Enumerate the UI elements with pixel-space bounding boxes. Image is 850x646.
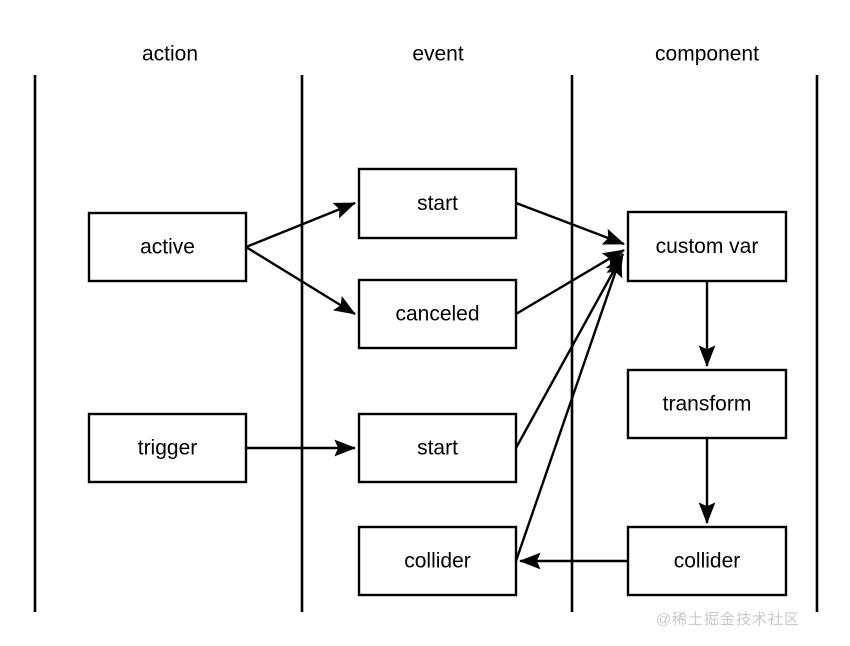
edge-active-to-canceled [245,245,356,316]
lane-dividers-group [33,75,819,612]
node-box-component-customvar[interactable] [626,210,788,283]
node-event-canceled[interactable]: canceled [357,278,518,350]
lane-title-component: component [655,43,759,66]
node-box-action-trigger[interactable] [87,412,248,484]
node-event-start-2[interactable]: start [357,412,518,484]
node-label-event-canceled: canceled [395,303,479,326]
node-label-event-start-1: start [417,192,458,215]
node-label-action-trigger: trigger [138,437,198,460]
node-box-component-transform[interactable] [626,368,788,440]
edge-start-to-customvar [515,201,625,246]
node-box-action-active[interactable] [87,211,248,283]
node-event-collider[interactable]: collider [357,525,518,597]
node-box-event-start-1[interactable] [357,167,518,240]
node-event-start-1[interactable]: start [357,167,518,240]
lane-titles-group: action event component [142,43,759,66]
node-box-component-collider[interactable] [626,525,788,597]
nodes-group: active trigger start canceled start collider c… [87,167,788,597]
watermark-label: @稀土掘金技术社区 [656,611,800,628]
edge-start2-to-customvar [514,253,625,449]
node-component-transform[interactable]: transform [626,368,788,440]
node-label-component-collider: collider [674,550,741,573]
node-label-action-active: active [140,236,195,259]
node-action-trigger[interactable]: trigger [87,412,248,484]
node-component-collider[interactable]: collider [626,525,788,597]
edges-group [245,201,716,570]
lane-title-event: event [412,43,464,66]
edge-collider-to-customvar [514,255,623,562]
node-label-component-customvar: custom var [656,235,759,258]
node-label-event-start-2: start [417,437,458,460]
node-action-active[interactable]: active [87,211,248,283]
node-label-component-transform: transform [663,393,752,416]
node-component-customvar[interactable]: custom var [626,210,788,283]
node-box-event-canceled[interactable] [357,278,518,350]
edge-active-to-start [245,201,356,249]
node-box-event-start-2[interactable] [357,412,518,484]
node-box-event-collider[interactable] [357,525,518,597]
lane-title-action: action [142,43,198,66]
node-label-event-collider: collider [404,550,471,573]
